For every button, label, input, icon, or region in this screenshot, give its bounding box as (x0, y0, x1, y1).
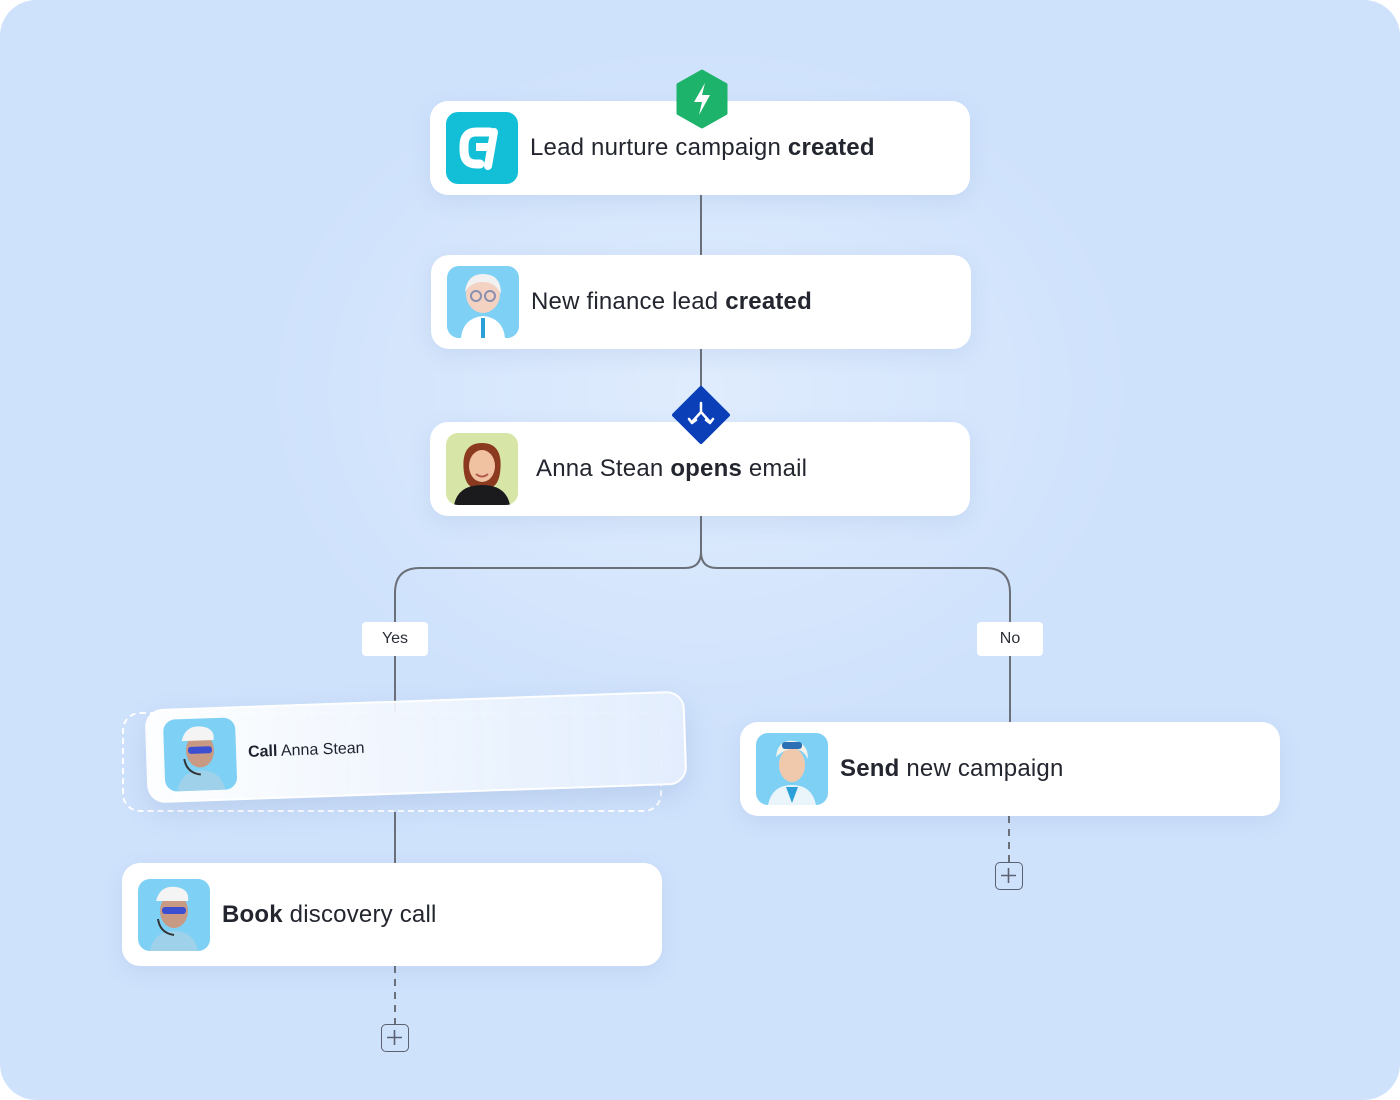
node-trigger-lead-nurture[interactable]: Lead nurture campaign created (430, 101, 970, 195)
connector-no-branch (700, 516, 1011, 624)
hubspot-logo-icon (446, 112, 518, 184)
branch-split-icon (672, 386, 730, 444)
lightning-bolt-icon (676, 69, 728, 129)
agent-avatar-icon (447, 266, 519, 338)
agent-avatar-icon (138, 878, 210, 951)
node-label: Lead nurture campaign created (530, 134, 875, 161)
person-photo-icon (446, 433, 518, 505)
agent-avatar-icon (162, 717, 238, 792)
node-label: New finance lead created (531, 288, 812, 315)
node-call-anna-dragging[interactable]: Call Anna Stean (144, 690, 688, 804)
add-step-button[interactable] (995, 862, 1023, 890)
plus-icon (387, 1030, 402, 1045)
node-label: Send new campaign (840, 755, 1064, 782)
node-label: Call Anna Stean (247, 739, 365, 761)
agent-avatar-icon (756, 733, 828, 805)
node-new-finance-lead[interactable]: New finance lead created (431, 255, 971, 349)
node-book-discovery-call[interactable]: Book discovery call (122, 863, 662, 966)
add-step-button[interactable] (381, 1024, 409, 1052)
branch-label-yes[interactable]: Yes (362, 622, 428, 656)
node-label: Anna Stean opens email (536, 455, 808, 482)
plus-icon (1001, 868, 1016, 883)
node-send-new-campaign[interactable]: Send new campaign (740, 722, 1280, 816)
branch-label-no[interactable]: No (977, 622, 1043, 656)
node-label: Book discovery call (222, 900, 437, 928)
connector-yes-branch (394, 516, 702, 624)
